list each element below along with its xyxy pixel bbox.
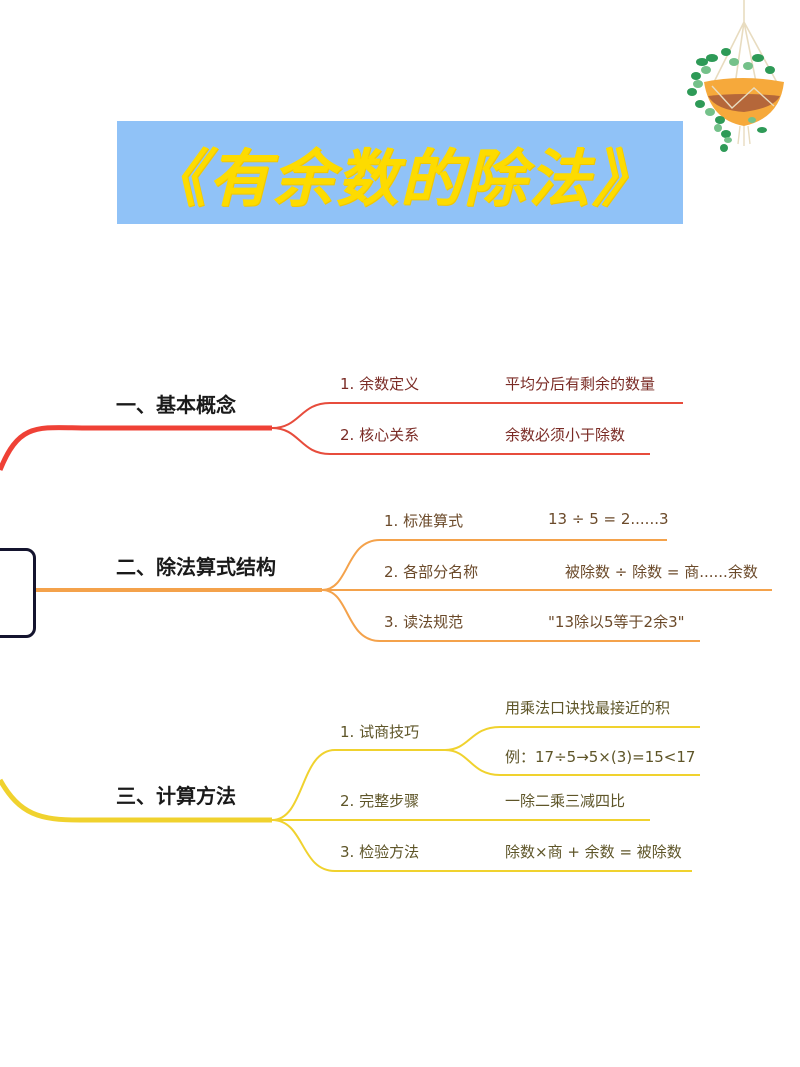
leaf-label: 1. 试商技巧 <box>340 723 420 741</box>
topic-division-structure: 二、除法算式结构 <box>116 555 276 579</box>
leaf-detail: 一除二乘三减四比 <box>505 792 626 810</box>
branch-3-main-line <box>0 778 272 823</box>
branch-1-main-line <box>0 425 272 471</box>
leaf-detail: 除数×商 + 余数 = 被除数 <box>505 843 682 861</box>
leaf-label: 2. 核心关系 <box>340 426 420 444</box>
leaf-label: 3. 读法规范 <box>384 613 464 631</box>
leaf-detail: "13除以5等于2余3" <box>548 613 685 631</box>
leaf-detail: 用乘法口诀找最接近的积 <box>505 699 671 717</box>
leaf-label: 2. 完整步骤 <box>340 792 420 810</box>
leaf-detail: 13 ÷ 5 = 2......3 <box>548 510 669 528</box>
title-banner: 《有余数的除法》 <box>117 121 683 224</box>
leaf-detail: 被除数 ÷ 除数 = 商......余数 <box>565 563 758 581</box>
topic-calculation-methods: 三、计算方法 <box>116 784 236 808</box>
topic-basic-concepts: 一、基本概念 <box>116 393 236 417</box>
leaf-label: 1. 标准算式 <box>384 512 464 530</box>
leaf-label: 1. 余数定义 <box>340 375 420 393</box>
leaf-detail: 例：17÷5→5×(3)=15<17 <box>505 748 696 766</box>
leaf-label: 2. 各部分名称 <box>384 563 479 581</box>
leaf-label: 3. 检验方法 <box>340 843 420 861</box>
page-title: 《有余数的除法》 <box>143 141 656 215</box>
leaf-detail: 平均分后有剩余的数量 <box>505 375 656 393</box>
hanging-plant-icon <box>687 0 784 152</box>
root-node <box>0 548 36 638</box>
leaf-detail: 余数必须小于除数 <box>505 426 626 444</box>
